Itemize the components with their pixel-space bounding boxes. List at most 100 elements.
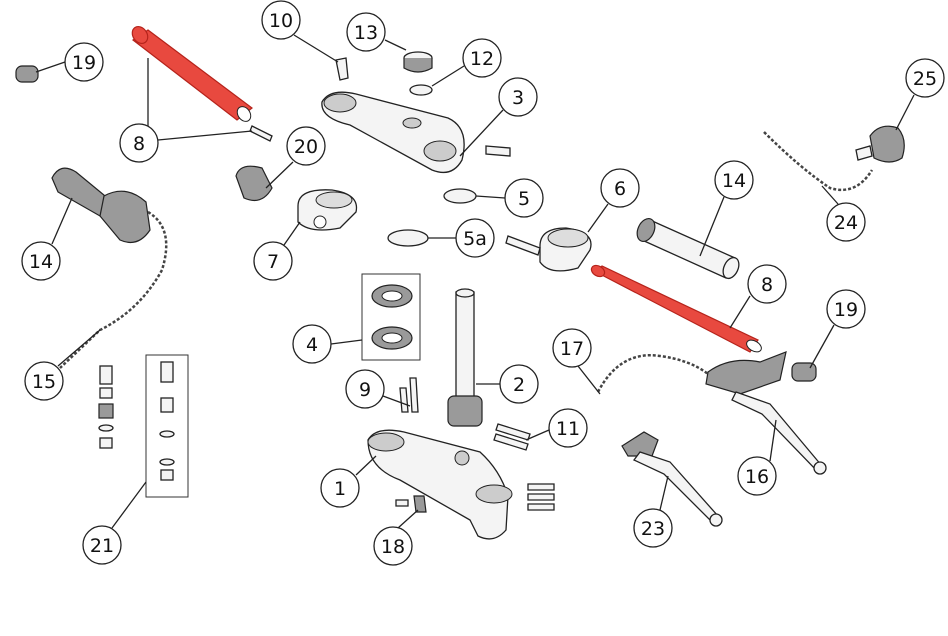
callout-label: 19 [72, 52, 96, 74]
callout-c17: 17 [552, 328, 592, 368]
callout-circle [345, 369, 385, 409]
grip-right [636, 218, 740, 280]
callout-circle [253, 241, 293, 281]
callout-label: 19 [834, 299, 858, 321]
callout-label: 17 [560, 338, 584, 360]
callout-label: 21 [90, 535, 114, 557]
callout-label: 1 [334, 478, 346, 500]
callout-c4: 4 [292, 324, 332, 364]
bolt [485, 145, 511, 157]
parts [15, 26, 905, 540]
callout-label: 3 [512, 87, 524, 109]
bar-end-left [15, 65, 39, 83]
callout-circle [552, 328, 592, 368]
callout-circle [119, 123, 159, 163]
callout-circle [82, 525, 122, 565]
callout-c13: 13 [346, 12, 386, 52]
callout-label: 14 [29, 251, 53, 273]
bolt-10 [335, 57, 349, 81]
callout-circle [64, 42, 104, 82]
callout-circle [320, 468, 360, 508]
callout-label: 5 [518, 188, 530, 210]
handlebar-tube-left [131, 26, 253, 122]
callout-c6: 6 [600, 168, 640, 208]
callout-c8a: 8 [119, 123, 159, 163]
brake-lever-assembly [596, 351, 827, 475]
washer [409, 84, 433, 96]
callout-label: 24 [834, 212, 858, 234]
callout-c14a: 14 [21, 241, 61, 281]
callout-circle [548, 408, 588, 448]
callout-label: 11 [556, 418, 580, 440]
callout-circle [747, 264, 787, 304]
callout-circle [826, 202, 866, 242]
callout-circle [292, 324, 332, 364]
callout-label: 7 [267, 251, 279, 273]
hardware-kit-box [145, 354, 189, 498]
callout-circle [462, 38, 502, 78]
callout-label: 18 [381, 536, 405, 558]
callout-c7: 7 [253, 241, 293, 281]
callout-circle [261, 0, 301, 40]
callout-label: 13 [354, 22, 378, 44]
callout-label: 15 [32, 371, 56, 393]
bar-end-right [791, 362, 817, 382]
callout-c21: 21 [82, 525, 122, 565]
clutch-lever [621, 431, 723, 527]
leader-lines [35, 34, 915, 529]
callout-c3: 3 [498, 77, 538, 117]
callout-label: 5a [463, 228, 487, 250]
callout-circle [373, 526, 413, 566]
callout-c2: 2 [499, 364, 539, 404]
callout-circle [499, 364, 539, 404]
callout-c19a: 19 [64, 42, 104, 82]
switch-assembly [763, 125, 905, 192]
callout-label: 12 [470, 48, 494, 70]
callout-c8b: 8 [747, 264, 787, 304]
callout-circle [24, 361, 64, 401]
callout-c25: 25 [905, 58, 945, 98]
callout-c14b: 14 [714, 160, 754, 200]
steering-stem [447, 288, 483, 427]
callout-circle [498, 77, 538, 117]
callout-circle [21, 241, 61, 281]
clip-on-clamp-right [505, 227, 592, 272]
callout-c11: 11 [548, 408, 588, 448]
callout-label: 4 [306, 334, 318, 356]
callout-circle [633, 508, 673, 548]
throttle-assembly [51, 167, 168, 369]
callout-c12: 12 [462, 38, 502, 78]
callout-circle [600, 168, 640, 208]
bearing-box [361, 273, 421, 361]
callout-circle [714, 160, 754, 200]
callout-label: 9 [359, 379, 371, 401]
callout-c18: 18 [373, 526, 413, 566]
callout-circle [905, 58, 945, 98]
callout-c16: 16 [737, 456, 777, 496]
callout-label: 16 [745, 466, 769, 488]
callout-c20: 20 [286, 126, 326, 166]
callout-circle [346, 12, 386, 52]
dust-seal [387, 229, 429, 247]
callout-c5: 5 [504, 178, 544, 218]
callout-c10: 10 [261, 0, 301, 40]
callout-circle [826, 289, 866, 329]
top-triple-clamp [321, 91, 465, 174]
callout-circle [286, 126, 326, 166]
lower-triple-clamp [367, 429, 513, 540]
callout-label: 6 [614, 178, 626, 200]
bearing-nut [443, 188, 477, 204]
callout-label: 8 [133, 133, 145, 155]
callout-c1: 1 [320, 468, 360, 508]
handlebar-tube-right [590, 264, 762, 353]
callout-c5a: 5a [455, 218, 495, 258]
callout-c15: 15 [24, 361, 64, 401]
callout-label: 2 [513, 374, 525, 396]
callout-circle [504, 178, 544, 218]
hardware-kit [98, 361, 175, 481]
callout-circle [455, 218, 495, 258]
callout-label: 10 [269, 10, 293, 32]
